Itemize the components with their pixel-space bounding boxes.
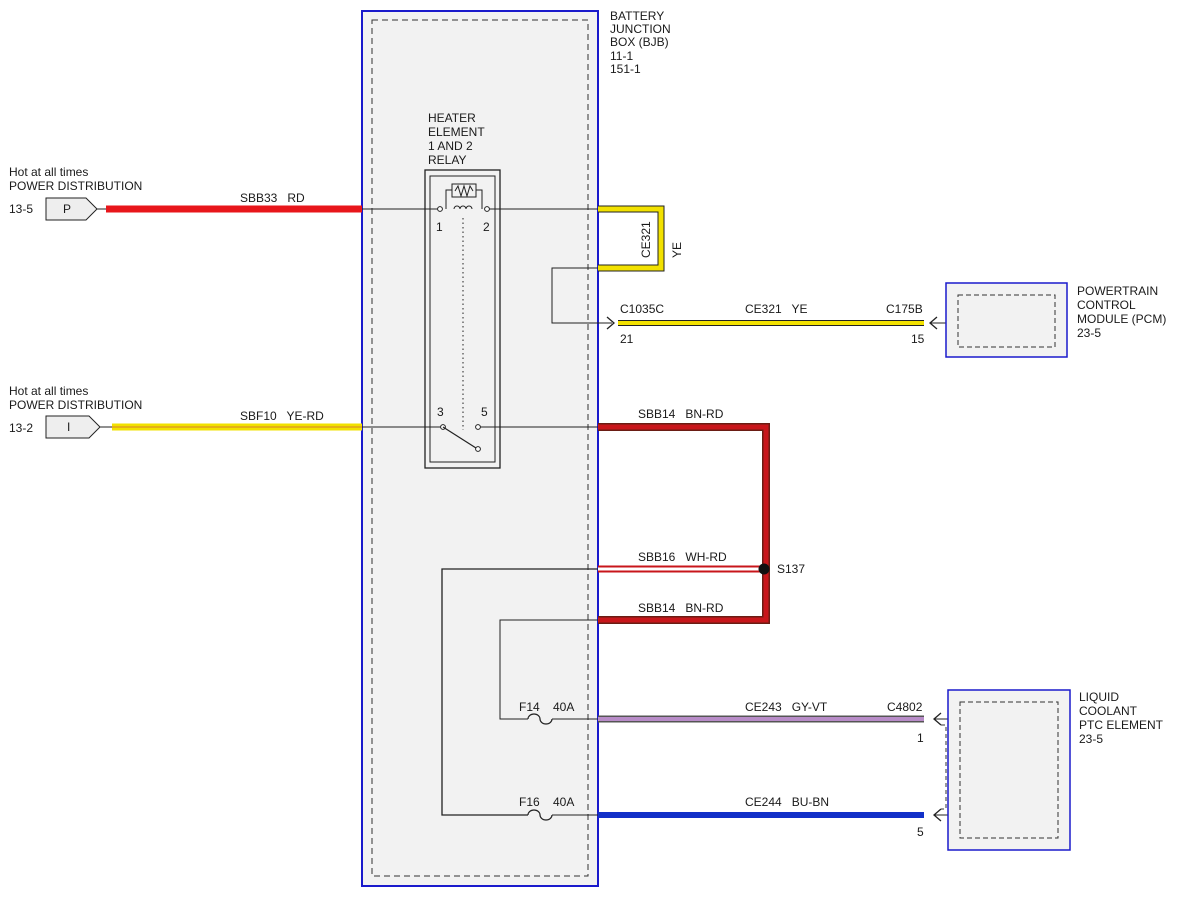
source-p-desc: Hot at all times bbox=[9, 165, 88, 179]
wire-sbf10-label: SBF10 YE-RD bbox=[240, 409, 324, 423]
fuse-f14-rating: 40A bbox=[553, 700, 574, 714]
splice-s137 bbox=[758, 563, 770, 575]
splice-s137-label: S137 bbox=[777, 562, 805, 576]
fuse-f14 bbox=[527, 713, 553, 725]
relay-pin-1: 1 bbox=[436, 220, 443, 234]
relay-label-line-4: RELAY bbox=[428, 153, 466, 167]
c175b-label: C175B bbox=[886, 302, 923, 316]
wire-ce321-label: CE321 YE bbox=[745, 302, 807, 316]
pcm-label-line-1: POWERTRAIN bbox=[1077, 284, 1158, 298]
bjb-label-line-3: BOX (BJB) bbox=[610, 35, 669, 49]
source-i-connector bbox=[45, 415, 101, 439]
bjb-label-line-1: BATTERY bbox=[610, 9, 664, 23]
pcm-label-line-3: MODULE (PCM) bbox=[1077, 312, 1166, 326]
bjb-label-line-4: 11-1 bbox=[610, 49, 633, 63]
relay-pin-5: 5 bbox=[481, 405, 488, 419]
ptc-label-line-2: COOLANT bbox=[1079, 704, 1138, 718]
wire-sbb16-label: SBB16 WH-RD bbox=[638, 550, 727, 564]
wire-ce243-label: CE243 GY-VT bbox=[745, 700, 828, 714]
c4802-pin-5: 5 bbox=[917, 825, 924, 839]
wire-ce321-vertical-color: YE bbox=[670, 242, 684, 258]
wire-ce244-label: CE244 BU-BN bbox=[745, 795, 829, 809]
pcm-label-line-2: CONTROL bbox=[1077, 298, 1136, 312]
wire-ce321-loop bbox=[598, 206, 664, 271]
c175b-pin: 15 bbox=[911, 332, 925, 346]
bjb-label-line-2: JUNCTION bbox=[610, 22, 671, 36]
ptc-label-line-3: PTC ELEMENT bbox=[1079, 718, 1164, 732]
fuse-f16-id: F16 bbox=[519, 795, 540, 809]
ptc-label-line-4: 23-5 bbox=[1079, 732, 1103, 746]
relay-label-line-2: ELEMENT bbox=[428, 125, 485, 139]
source-i-letter: I bbox=[67, 420, 70, 434]
c4802-pin-1: 1 bbox=[917, 731, 924, 745]
fuse-f16 bbox=[527, 809, 553, 821]
relay-label-line-1: HEATER bbox=[428, 111, 476, 125]
source-p-letter: P bbox=[63, 202, 71, 216]
fuse-f14-id: F14 bbox=[519, 700, 540, 714]
ptc-element-module bbox=[947, 689, 1071, 851]
wire-ce321-vertical-label: CE321 bbox=[639, 221, 653, 258]
wire-sbb14-top-label: SBB14 BN-RD bbox=[638, 407, 724, 421]
source-p-ref: 13-5 bbox=[9, 202, 33, 216]
wire-sbb14-outline bbox=[598, 423, 770, 624]
c1035c-pin: 21 bbox=[620, 332, 634, 346]
relay-label-line-3: 1 AND 2 bbox=[428, 139, 473, 153]
relay-pin-2: 2 bbox=[483, 220, 490, 234]
source-p-sub: POWER DISTRIBUTION bbox=[9, 179, 142, 193]
wire-sbb14 bbox=[598, 424, 769, 623]
source-i-sub: POWER DISTRIBUTION bbox=[9, 398, 142, 412]
source-i-desc: Hot at all times bbox=[9, 384, 88, 398]
c1035c-pin-arrow bbox=[606, 316, 615, 330]
relay-body bbox=[424, 169, 501, 469]
pcm-label-line-4: 23-5 bbox=[1077, 326, 1101, 340]
bjb-label-line-5: 151-1 bbox=[610, 62, 641, 76]
source-i-ref: 13-2 bbox=[9, 421, 33, 435]
ptc-label-line-1: LIQUID bbox=[1079, 690, 1119, 704]
wire-sbb14-bottom-label: SBB14 BN-RD bbox=[638, 601, 724, 615]
c1035c-label: C1035C bbox=[620, 302, 664, 316]
relay-pin-3: 3 bbox=[437, 405, 444, 419]
c4802-label: C4802 bbox=[887, 700, 923, 714]
c4802-housing bbox=[941, 724, 947, 810]
fuse-f16-rating: 40A bbox=[553, 795, 574, 809]
source-p-connector bbox=[45, 197, 98, 221]
pcm-module bbox=[945, 282, 1068, 358]
wire-sbb33-label: SBB33 RD bbox=[240, 191, 305, 205]
